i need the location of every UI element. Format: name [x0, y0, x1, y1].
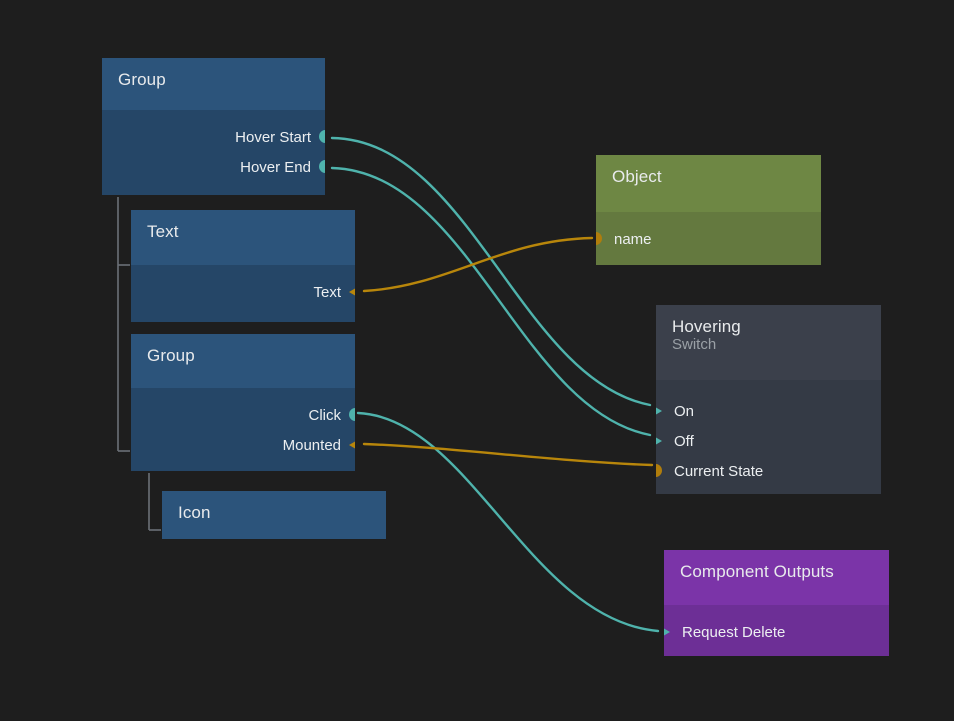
port-dot-amber[interactable]: [596, 232, 602, 245]
port-arrow-amber[interactable]: [349, 285, 355, 299]
node-title: Icon: [178, 503, 211, 522]
node-header[interactable]: Text: [131, 210, 355, 265]
port-row-output[interactable]: Hover End: [102, 152, 325, 182]
port-row-input[interactable]: On: [656, 396, 881, 426]
edge-click-to-request-delete[interactable]: [356, 411, 660, 633]
node-body: Request Delete: [664, 605, 889, 656]
node-header[interactable]: Icon: [162, 491, 386, 539]
port-label: Text: [313, 283, 341, 301]
port-label: Current State: [674, 462, 764, 480]
port-arrow-teal[interactable]: [656, 434, 662, 448]
node-header[interactable]: Object: [596, 155, 821, 212]
node-header[interactable]: Component Outputs: [664, 550, 889, 605]
port-label: Mounted: [282, 436, 341, 454]
port-label: On: [674, 402, 695, 420]
port-label: Request Delete: [682, 623, 786, 641]
port-dot-teal[interactable]: [349, 408, 355, 421]
port-label: Hover Start: [235, 128, 311, 146]
port-row-output[interactable]: Click: [131, 400, 355, 430]
node-title: Group: [147, 346, 195, 365]
port-dot-teal[interactable]: [319, 130, 325, 143]
node-object-node[interactable]: Object name: [596, 155, 821, 265]
port-row-output[interactable]: name: [596, 224, 821, 254]
node-title: Hovering: [672, 317, 741, 336]
edge-object-name-to-text[interactable]: [362, 236, 594, 293]
port-arrow-teal[interactable]: [664, 625, 670, 639]
port-dot-teal[interactable]: [319, 160, 325, 173]
node-header[interactable]: Group: [102, 58, 325, 110]
port-arrow-teal[interactable]: [656, 404, 662, 418]
port-row-input[interactable]: Off: [656, 426, 881, 456]
port-row-output[interactable]: Hover Start: [102, 122, 325, 152]
port-arrow-amber[interactable]: [349, 438, 355, 452]
port-row-input[interactable]: Current State: [656, 456, 881, 486]
node-title: Component Outputs: [680, 562, 834, 581]
node-title: Group: [118, 70, 166, 89]
node-title: Object: [612, 167, 662, 186]
node-title: Text: [147, 222, 179, 241]
node-icon-node[interactable]: Icon: [162, 491, 386, 539]
edge-current-state-to-mounted[interactable]: [362, 442, 654, 467]
port-row-input[interactable]: Mounted: [131, 430, 355, 460]
port-label: Click: [308, 406, 342, 424]
node-subtitle: Switch: [672, 336, 717, 354]
port-row-input[interactable]: Request Delete: [664, 617, 889, 647]
node-header[interactable]: Group: [131, 334, 355, 388]
port-dot-amber[interactable]: [656, 464, 662, 477]
node-body: Text: [131, 265, 355, 322]
port-label: name: [614, 230, 652, 248]
port-label: Off: [674, 432, 694, 450]
port-row-input[interactable]: Text: [131, 277, 355, 307]
port-label: Hover End: [240, 158, 311, 176]
node-body: name: [596, 212, 821, 265]
